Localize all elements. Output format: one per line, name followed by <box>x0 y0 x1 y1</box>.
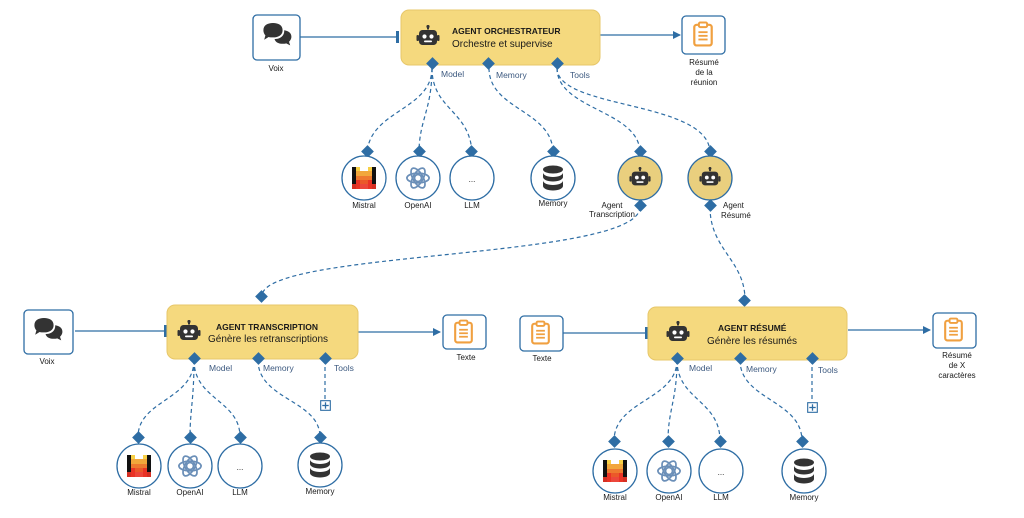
mistral-provider[interactable]: Mistral <box>592 448 638 502</box>
database-icon <box>310 452 330 478</box>
agent-resume-node[interactable]: AGENT RÉSUMÉ Génère les résumés <box>647 306 848 361</box>
agent-resume-title: AGENT RÉSUMÉ <box>718 323 787 333</box>
agent-orchestrateur-title: AGENT ORCHESTRATEUR <box>452 26 560 36</box>
llm-provider[interactable]: ... LLM <box>449 155 495 210</box>
tool-agent-resume-port[interactable] <box>704 199 717 212</box>
model-port-label: Model <box>689 363 712 373</box>
resume-summary-output[interactable]: Résumé de X caractères <box>932 312 977 380</box>
mistral-label: Mistral <box>352 201 376 210</box>
openai-label: OpenAI <box>176 488 203 497</box>
openai-provider[interactable]: OpenAI <box>167 443 213 497</box>
tool-agent-transcription-port[interactable] <box>634 199 647 212</box>
memory-label: Memory <box>306 487 335 496</box>
output-label-line-3: caractères <box>938 371 975 380</box>
database-icon <box>543 165 563 191</box>
output-label-line-1: Résumé <box>942 351 972 360</box>
ellipsis-icon: ... <box>469 175 476 184</box>
connector-diamond <box>132 431 145 444</box>
transcription-input-port[interactable] <box>255 290 268 303</box>
port-markers <box>164 31 931 339</box>
tool-agent-label-2: Transcription <box>589 210 635 219</box>
openai-label: OpenAI <box>404 201 431 210</box>
memory-port-label: Memory <box>496 70 527 80</box>
transcription-memory[interactable]: Memory <box>297 442 343 496</box>
llm-provider[interactable]: ... LLM <box>698 448 744 502</box>
voice-input-label: Voix <box>39 357 54 366</box>
database-icon <box>794 458 814 484</box>
mistral-provider[interactable]: Mistral <box>341 155 387 210</box>
memory-port-label: Memory <box>263 363 294 373</box>
tool-agent-resume[interactable]: Agent Résumé <box>687 155 751 220</box>
memory-label: Memory <box>539 199 568 208</box>
openai-provider[interactable]: OpenAI <box>646 448 692 502</box>
resume-text-input[interactable]: Texte <box>519 315 564 363</box>
output-label-line-2: de X <box>949 361 966 370</box>
resume-input-port[interactable] <box>738 294 751 307</box>
openai-provider[interactable]: OpenAI <box>395 155 441 210</box>
connector-diamond <box>608 435 621 448</box>
tools-port[interactable] <box>319 352 332 365</box>
memory-port[interactable] <box>482 57 495 70</box>
agent-transcription-title: AGENT TRANSCRIPTION <box>216 322 318 332</box>
agent-resume-subtitle: Génère les résumés <box>707 336 797 347</box>
model-port-label: Model <box>209 363 232 373</box>
llm-label: LLM <box>713 493 729 502</box>
tool-agent-label-1: Agent <box>723 201 745 210</box>
tools-port-label: Tools <box>570 70 590 80</box>
model-port-label: Model <box>441 69 464 79</box>
tool-agent-label-2: Résumé <box>721 211 751 220</box>
mistral-label: Mistral <box>127 488 151 497</box>
openai-label: OpenAI <box>655 493 682 502</box>
mistral-provider[interactable]: Mistral <box>116 443 162 497</box>
output-label-line-1: Résumé <box>689 58 719 67</box>
transcription-voice-input[interactable]: Voix <box>23 309 74 366</box>
tool-agent-transcription[interactable]: Agent Transcription <box>589 155 663 219</box>
connector-diamond <box>184 431 197 444</box>
ellipsis-icon: ... <box>718 468 725 477</box>
add-tool-icon[interactable] <box>807 402 818 413</box>
connector-diamond <box>413 145 426 158</box>
orchestrator-memory[interactable]: Memory <box>530 155 576 208</box>
llm-provider[interactable]: ... LLM <box>217 443 263 497</box>
connector-diamond <box>361 145 374 158</box>
mistral-label: Mistral <box>603 493 627 502</box>
connector-diamond <box>662 435 675 448</box>
orchestrator-summary-output[interactable]: Résumé de la réunion <box>681 15 726 87</box>
text-input-label: Texte <box>532 354 552 363</box>
add-tool-icon[interactable] <box>320 400 331 411</box>
llm-label: LLM <box>464 201 480 210</box>
connector-diamond <box>314 431 327 444</box>
agent-transcription-node[interactable]: AGENT TRANSCRIPTION Génère les retranscr… <box>166 304 359 360</box>
agent-transcription-subtitle: Génère les retranscriptions <box>208 334 328 345</box>
connector-diamond <box>796 435 809 448</box>
tool-agent-label-1: Agent <box>602 201 624 210</box>
output-label-line-3: réunion <box>691 78 718 87</box>
memory-port-label: Memory <box>746 364 777 374</box>
connector-diamond <box>714 435 727 448</box>
orchestrator-voice-input[interactable]: Voix <box>252 14 301 73</box>
agent-orchestrateur-subtitle: Orchestre et supervise <box>452 39 553 50</box>
model-port[interactable] <box>188 352 201 365</box>
ellipsis-icon: ... <box>237 463 244 472</box>
output-label: Texte <box>456 353 476 362</box>
transcription-text-output[interactable]: Texte <box>442 314 487 362</box>
agent-orchestrateur-node[interactable]: AGENT ORCHESTRATEUR Orchestre et supervi… <box>400 9 601 66</box>
connector-diamond <box>234 431 247 444</box>
tools-port-label: Tools <box>818 365 838 375</box>
resume-memory[interactable]: Memory <box>781 448 827 502</box>
voice-input-label: Voix <box>268 64 283 73</box>
output-label-line-2: de la <box>695 68 713 77</box>
memory-port[interactable] <box>252 352 265 365</box>
tools-port-label: Tools <box>334 363 354 373</box>
model-port[interactable] <box>426 57 439 70</box>
connectors <box>75 34 930 442</box>
memory-label: Memory <box>790 493 819 502</box>
connector-diamond <box>465 145 478 158</box>
llm-label: LLM <box>232 488 248 497</box>
